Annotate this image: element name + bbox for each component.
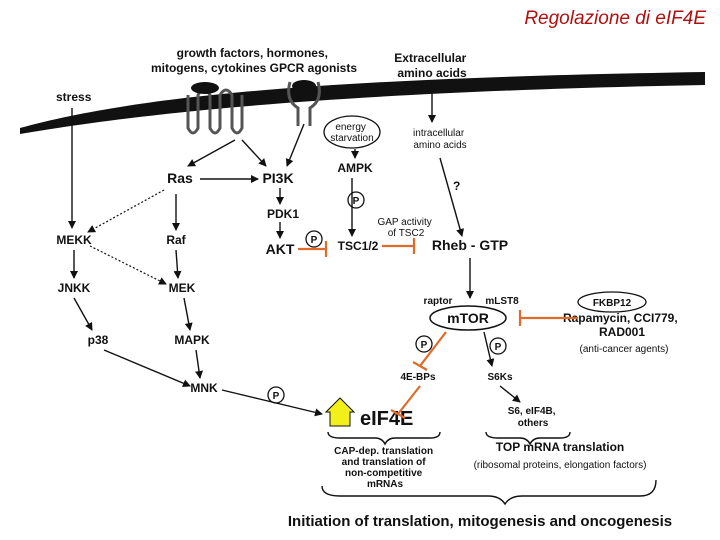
tsc-node: TSC1/2 — [338, 239, 379, 253]
extracellular-aa-label: Extracellular amino acids — [394, 51, 469, 80]
p38-node: p38 — [88, 333, 109, 347]
diagram-text: growth factors, hormones, — [177, 46, 328, 60]
diagram-text: and translation of — [342, 457, 427, 468]
ampk-node: AMPK — [337, 161, 373, 175]
gpcr-ligand-icon — [292, 80, 316, 92]
eif4e-node: eIF4E — [360, 408, 413, 430]
fkbp12-label: FKBP12 — [593, 298, 632, 309]
gap-activity-label: GAP activity of TSC2 — [377, 217, 434, 239]
diagram-text: energy — [335, 122, 366, 133]
receptor-icon — [186, 88, 244, 135]
phosphate-icon: P — [305, 230, 323, 248]
phosphate-icon: P — [347, 191, 365, 209]
pi3k-node: PI3K — [262, 170, 293, 186]
activation-arrows — [68, 84, 521, 417]
mek-node: MEK — [169, 281, 196, 295]
rheb-node: Rheb - GTP — [432, 237, 508, 253]
dotted-arrows — [87, 189, 167, 285]
raf-node: Raf — [166, 233, 186, 247]
bottom-conclusion: Initiation of translation, mitogenesis a… — [288, 513, 672, 530]
ribosomal-label: (ribosomal proteins, elongation factors) — [474, 460, 647, 471]
growth-factors-label: growth factors, hormones, mitogens, cyto… — [151, 46, 357, 75]
mekk-node: MEKK — [56, 233, 92, 247]
top-mrna-label: TOP mRNA translation — [496, 440, 624, 454]
diagram-text: others — [518, 418, 549, 429]
phosphate-icon: P — [415, 335, 433, 353]
slide-title: Regolazione di eIF4E — [524, 8, 706, 29]
diagram-text: amino acids — [413, 140, 466, 151]
intracellular-aa-label: intracellular amino acids — [413, 128, 467, 151]
cell-membrane — [20, 72, 705, 134]
diagram-text: P — [273, 391, 280, 402]
diagram-text: Rapamycin, CCI779, — [563, 311, 678, 325]
question-mark: ? — [453, 179, 460, 193]
diagram-text: RAD001 — [599, 325, 645, 339]
cap-dep-label: CAP-dep. translation and translation of … — [334, 446, 436, 490]
mtor-oval — [429, 305, 507, 331]
phosphate-icon: P — [489, 337, 507, 355]
bottom-brace — [321, 479, 657, 506]
diagram-text: intracellular — [413, 128, 465, 139]
4ebps-label: 4E-BPs — [400, 372, 435, 383]
energy-starvation-oval — [323, 115, 381, 149]
diagram-text: GAP activity — [377, 217, 431, 228]
mapk-node: MAPK — [174, 333, 210, 347]
diagram-text: non-competitive — [345, 468, 423, 479]
eif4e-up-arrow — [324, 397, 356, 427]
diagram-text: P — [353, 196, 360, 207]
diagram-text: P — [311, 235, 318, 246]
cap-brace — [327, 431, 441, 446]
mtor-node: mTOR — [447, 310, 489, 326]
fkbp12-oval — [577, 291, 647, 313]
inhibition-arrows — [298, 238, 578, 419]
raptor-label: raptor — [424, 296, 453, 307]
anticancer-label: (anti-cancer agents) — [580, 344, 669, 355]
mlst8-label: mLST8 — [485, 296, 519, 307]
akt-node: AKT — [266, 241, 295, 257]
stress-label: stress — [56, 90, 92, 104]
ras-node: Ras — [167, 170, 193, 186]
diagram-text: P — [421, 340, 428, 351]
diagram-text: mRNAs — [367, 479, 404, 490]
s6-brace — [485, 431, 571, 446]
s6ks-label: S6Ks — [487, 372, 512, 383]
phosphate-icon: P — [267, 386, 285, 404]
diagram-text: starvation — [330, 133, 373, 144]
rapamycin-label: Rapamycin, CCI779, RAD001 — [563, 311, 681, 339]
diagram-text: of TSC2 — [388, 228, 425, 239]
diagram-text: amino acids — [397, 66, 467, 80]
pdk1-node: PDK1 — [267, 207, 299, 221]
gpcr-receptor-icon — [287, 81, 321, 126]
mnk-node: MNK — [190, 381, 218, 395]
diagram-text: CAP-dep. translation — [334, 446, 433, 457]
diagram-text: Extracellular — [394, 51, 466, 65]
jnkk-node: JNKK — [58, 281, 91, 295]
diagram-text: P — [495, 342, 502, 353]
diagram-text: mitogens, cytokines GPCR agonists — [151, 61, 357, 75]
ligand-icon — [191, 82, 219, 94]
s6-others-label: S6, eIF4B, others — [508, 406, 559, 429]
energy-starvation-label: energy starvation — [330, 122, 373, 144]
diagram-text: S6, eIF4B, — [508, 406, 556, 417]
